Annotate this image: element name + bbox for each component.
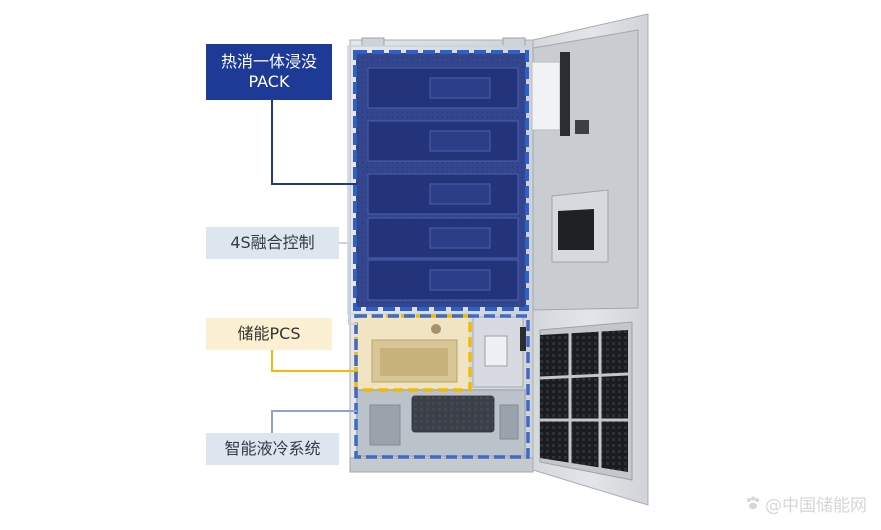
label-pcs: 储能PCS (206, 318, 332, 350)
cooling-section (356, 389, 526, 457)
label-liquid-cooling: 智能液冷系统 (206, 433, 339, 465)
control-leader-line (339, 242, 357, 325)
cabinet-door (531, 13, 649, 506)
label-pack-line1: 热消一体浸没 (220, 52, 317, 71)
control-highlight-box (347, 45, 531, 315)
pcs-highlight-box (354, 314, 472, 392)
pack-section (356, 53, 526, 307)
watermark-text: @中国储能网 (765, 496, 867, 516)
label-pack: 热消一体浸没 PACK (206, 44, 332, 100)
cooling-leader-line (271, 410, 357, 433)
paw-icon (745, 495, 761, 516)
label-pack-line2: PACK (248, 72, 290, 91)
battery-modules (367, 67, 519, 301)
pcs-leader-line (271, 350, 357, 372)
pcs-section (357, 316, 526, 389)
pack-leader-line (271, 100, 357, 185)
label-4s-control: 4S融合控制 (206, 227, 339, 259)
pack-highlight-box (353, 50, 529, 311)
cooling-highlight-box (354, 314, 530, 459)
watermark: @中国储能网 (745, 491, 867, 516)
